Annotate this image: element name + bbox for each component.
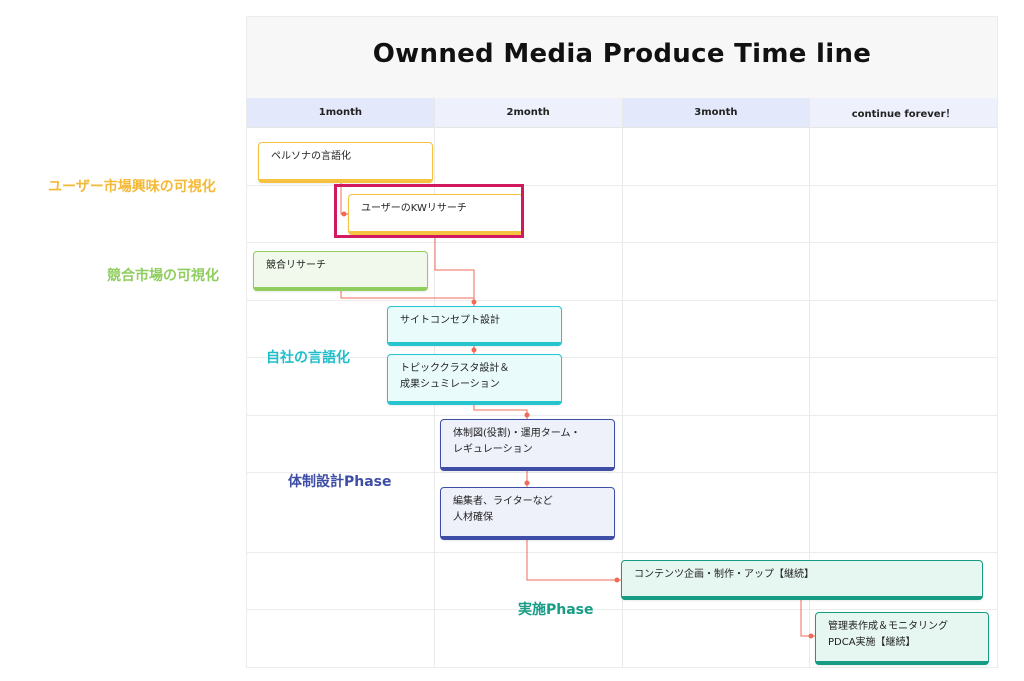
task-text: トピッククラスタ設計＆ [400, 363, 510, 374]
task-text: 成果シュミレーション [400, 379, 500, 390]
grid-row-divider [247, 609, 997, 610]
task-card-content-production[interactable]: コンテンツ企画・制作・アップ【継続】 [621, 560, 983, 600]
phase-label-user-market: ユーザー市場興味の可視化 [48, 179, 216, 195]
task-text: ペルソナの言語化 [271, 151, 351, 162]
task-text: コンテンツ企画・制作・アップ【継続】 [634, 569, 814, 580]
highlight-box [334, 184, 524, 238]
phase-label-self-verbalization: 自社の言語化 [266, 350, 350, 366]
task-card-competitor-research[interactable]: 競合リサーチ [253, 251, 428, 291]
column-header-3month: 3month [622, 98, 811, 127]
task-text: PDCA実施【継続】 [828, 637, 916, 648]
task-card-persona[interactable]: ペルソナの言語化 [258, 142, 433, 183]
phase-label-competitor-market: 競合市場の可視化 [107, 268, 219, 284]
grid-row-divider [247, 185, 997, 186]
task-text: レギュレーション [453, 444, 533, 455]
grid-row-divider [247, 552, 997, 553]
task-text: ユーザーのKWリサーチ [361, 203, 467, 214]
task-card-monitoring[interactable]: 管理表作成＆モニタリング PDCA実施【継続】 [815, 612, 989, 665]
title-band: Ownned Media Produce Time line [247, 17, 997, 98]
column-header-2month: 2month [434, 98, 623, 127]
task-text: 体制図(役割)・運用ターム・ [453, 428, 581, 439]
column-header-continue: continue forever！ [810, 98, 997, 127]
phase-label-structure-design: 体制設計Phase [288, 474, 392, 490]
column-header-1month: 1month [247, 98, 435, 127]
grid-row-divider [247, 242, 997, 243]
grid-column-divider [809, 127, 810, 667]
task-card-topic-cluster[interactable]: トピッククラスタ設計＆ 成果シュミレーション [387, 354, 562, 405]
grid-column-divider [622, 127, 623, 667]
phase-label-execution: 実施Phase [518, 602, 594, 618]
task-text: 編集者、ライターなど [453, 496, 553, 507]
task-card-staffing[interactable]: 編集者、ライターなど 人材確保 [440, 487, 615, 540]
task-text: 人材確保 [453, 512, 493, 523]
grid-row-divider [247, 300, 997, 301]
task-card-org-chart[interactable]: 体制図(役割)・運用ターム・ レギュレーション [440, 419, 615, 471]
grid-row-divider [247, 415, 997, 416]
timeline-board: Ownned Media Produce Time line 1month 2m… [246, 16, 998, 668]
task-text: 競合リサーチ [266, 260, 326, 271]
task-text: 管理表作成＆モニタリング [828, 621, 948, 632]
grid-row-divider [247, 357, 997, 358]
grid-row-divider [247, 472, 997, 473]
task-card-site-concept[interactable]: サイトコンセプト設計 [387, 306, 562, 346]
page-title: Ownned Media Produce Time line [372, 39, 872, 69]
task-card-kw-research[interactable]: ユーザーのKWリサーチ [348, 194, 523, 235]
task-text: サイトコンセプト設計 [400, 315, 500, 326]
column-header-row: 1month 2month 3month continue forever！ [247, 98, 997, 128]
